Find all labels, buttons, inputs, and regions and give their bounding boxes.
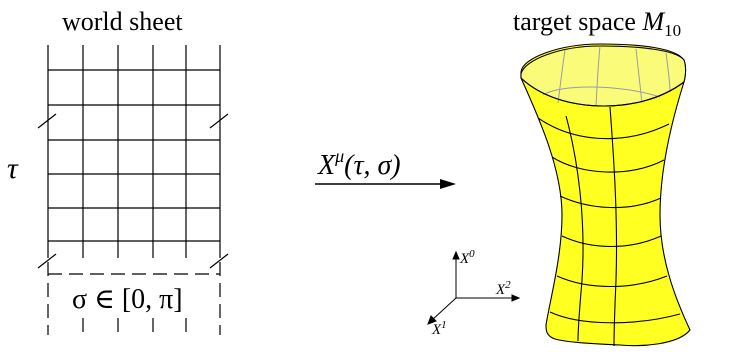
world-sheet-grid bbox=[37, 45, 229, 335]
target-space-title: target space M10 bbox=[513, 7, 681, 40]
axis-label-x2: X2 bbox=[495, 279, 511, 298]
sigma-range-label: σ ∈ [0, π] bbox=[72, 284, 183, 315]
tube-surface bbox=[520, 43, 691, 347]
axis-label-x0: X0 bbox=[459, 248, 475, 267]
world-sheet-title: world sheet bbox=[62, 7, 183, 36]
sigma-label-background bbox=[60, 280, 210, 316]
axis-label-x1: X1 bbox=[431, 319, 447, 338]
tau-label: τ bbox=[7, 152, 19, 185]
embedding-map-arrow bbox=[315, 179, 456, 189]
target-space-axes bbox=[427, 250, 521, 325]
target-space-tube bbox=[520, 43, 691, 347]
embedding-map-label: Xμ(τ, σ) bbox=[317, 146, 401, 181]
